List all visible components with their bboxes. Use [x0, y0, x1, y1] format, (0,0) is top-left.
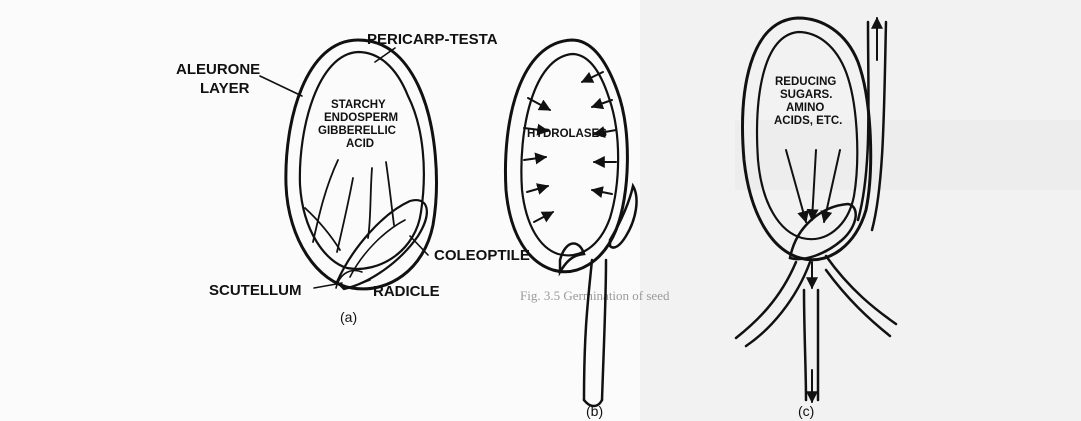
label-starchy-line3: GIBBERELLIC — [318, 125, 396, 137]
label-radicle: RADICLE — [373, 283, 440, 300]
label-reducing-line4: ACIDS, ETC. — [774, 115, 842, 127]
label-starchy-line1: STARCHY — [331, 99, 386, 111]
label-starchy-line2: ENDOSPERM — [324, 112, 398, 124]
label-starchy-line4: ACID — [346, 138, 374, 150]
background-caption: Fig. 3.5 Germination of seed — [520, 288, 670, 303]
label-reducing-line2: SUGARS. — [780, 89, 832, 101]
caption-a: (a) — [340, 309, 357, 325]
label-aleurone-line1: ALEURONE — [176, 61, 260, 78]
label-scutellum: SCUTELLUM — [209, 282, 302, 299]
label-reducing-line3: AMINO — [786, 102, 824, 114]
caption-b: (b) — [586, 403, 603, 419]
label-pericarp-testa: PERICARP-TESTA — [367, 31, 498, 48]
label-hydrolases: HYDROLASES — [527, 128, 607, 140]
label-coleoptile: COLEOPTILE — [434, 247, 530, 264]
label-reducing-line1: REDUCING — [775, 76, 836, 88]
caption-c: (c) — [798, 403, 814, 419]
label-aleurone-line2: LAYER — [200, 80, 250, 97]
